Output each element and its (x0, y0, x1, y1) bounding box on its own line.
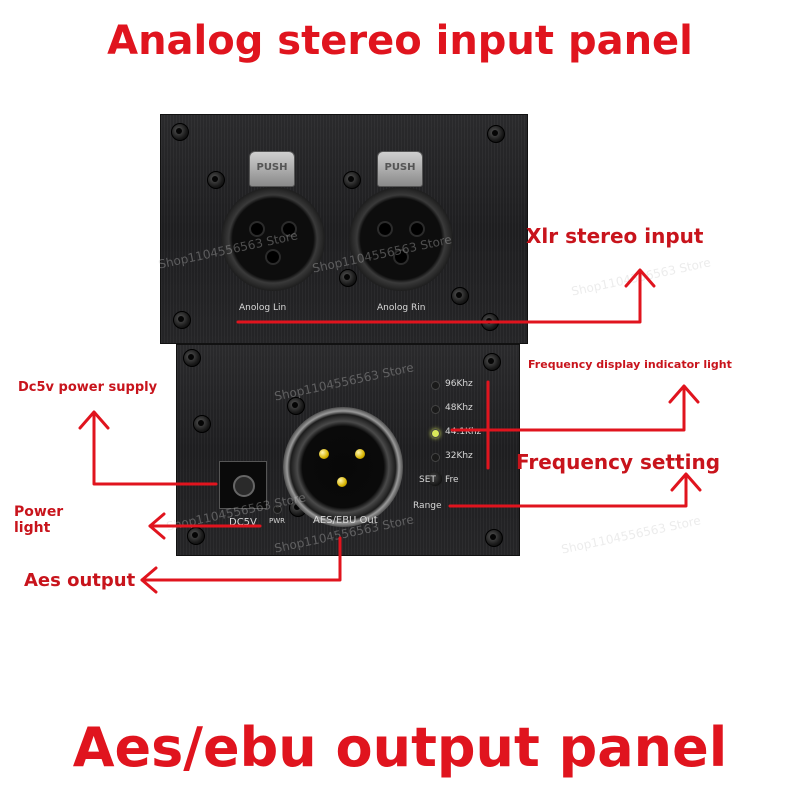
dc-power-callout: Dc5v power supply (18, 380, 158, 395)
dc5v-label: DC5V (229, 517, 257, 528)
freq-label-32khz: 32Khz (445, 451, 473, 461)
aes-ebu-out-label: AES/EBU Out (313, 515, 378, 526)
xlr-input-callout: Xlr stereo input (526, 224, 704, 248)
xlr-pin-hole (281, 221, 297, 237)
push-label: PUSH (256, 162, 288, 173)
power-led (273, 505, 282, 514)
screw-icon (343, 171, 361, 189)
xlr-pin (319, 449, 329, 459)
screw-icon (485, 529, 503, 547)
set-frequency-button[interactable] (427, 471, 443, 487)
analog-rin-label: Anolog Rin (377, 303, 426, 313)
xlr-input-left[interactable] (221, 187, 325, 291)
freq-led-96khz (431, 381, 440, 390)
xlr-pin-hole (265, 249, 281, 265)
bottom-title: Aes/ebu output panel (72, 716, 728, 779)
range-arrow (448, 474, 688, 508)
freq-label-44khz: 44.1Khz (445, 427, 482, 437)
xlr-pin-hole (393, 249, 409, 265)
freq-label-48khz: 48Khz (445, 403, 473, 413)
xlr-pin-hole (409, 221, 425, 237)
push-label: PUSH (384, 162, 416, 173)
fre-label: Fre (445, 475, 459, 485)
aes-output-arrow (140, 536, 342, 582)
freq-indicator-arrow (450, 386, 686, 432)
xlr-input-right[interactable] (349, 187, 453, 291)
top-title: Analog stereo input panel (107, 18, 693, 64)
xlr-input-arrow (236, 270, 642, 324)
freq-indicator-callout: Frequency display indicator light (528, 358, 732, 371)
screw-icon (207, 171, 225, 189)
freq-label-96khz: 96Khz (445, 379, 473, 389)
xlr-pin (355, 449, 365, 459)
power-light-callout-line1: Power (14, 504, 64, 520)
screw-icon (287, 397, 305, 415)
freq-led-48khz (431, 405, 440, 414)
screw-icon (487, 125, 505, 143)
aes-output-panel: DC5V PWR AES/EBU Out 96Khz 48Khz 44.1Khz… (165, 344, 520, 556)
xlr-pin-hole (377, 221, 393, 237)
xlr-latch-left[interactable]: PUSH (249, 151, 295, 187)
set-label: SET (419, 475, 436, 485)
screw-icon (339, 269, 357, 287)
analog-lin-label: Anolog Lin (239, 303, 287, 313)
screw-icon (193, 415, 211, 433)
pwr-label: PWR (269, 517, 286, 525)
screw-icon (171, 123, 189, 141)
freq-led-44khz (431, 429, 440, 438)
aes-ebu-output-connector[interactable] (283, 407, 403, 527)
power-light-callout-line2: light (14, 520, 51, 536)
xlr-pin (337, 477, 347, 487)
freq-led-32khz (431, 453, 440, 462)
dc-power-arrow (92, 412, 218, 486)
dc5v-power-jack[interactable] (219, 461, 267, 509)
freq-setting-callout: Frequency setting (516, 450, 721, 474)
screw-icon (173, 311, 191, 329)
analog-input-panel: PUSH Anolog Lin PUSH Anolog Rin Shop1104… (157, 114, 528, 344)
xlr-pin-hole (249, 221, 265, 237)
aes-output-callout: Aes output (24, 570, 136, 591)
range-label: Range (413, 501, 442, 511)
xlr-latch-right[interactable]: PUSH (377, 151, 423, 187)
screw-icon (183, 349, 201, 367)
screw-icon (483, 353, 501, 371)
screw-icon (451, 287, 469, 305)
